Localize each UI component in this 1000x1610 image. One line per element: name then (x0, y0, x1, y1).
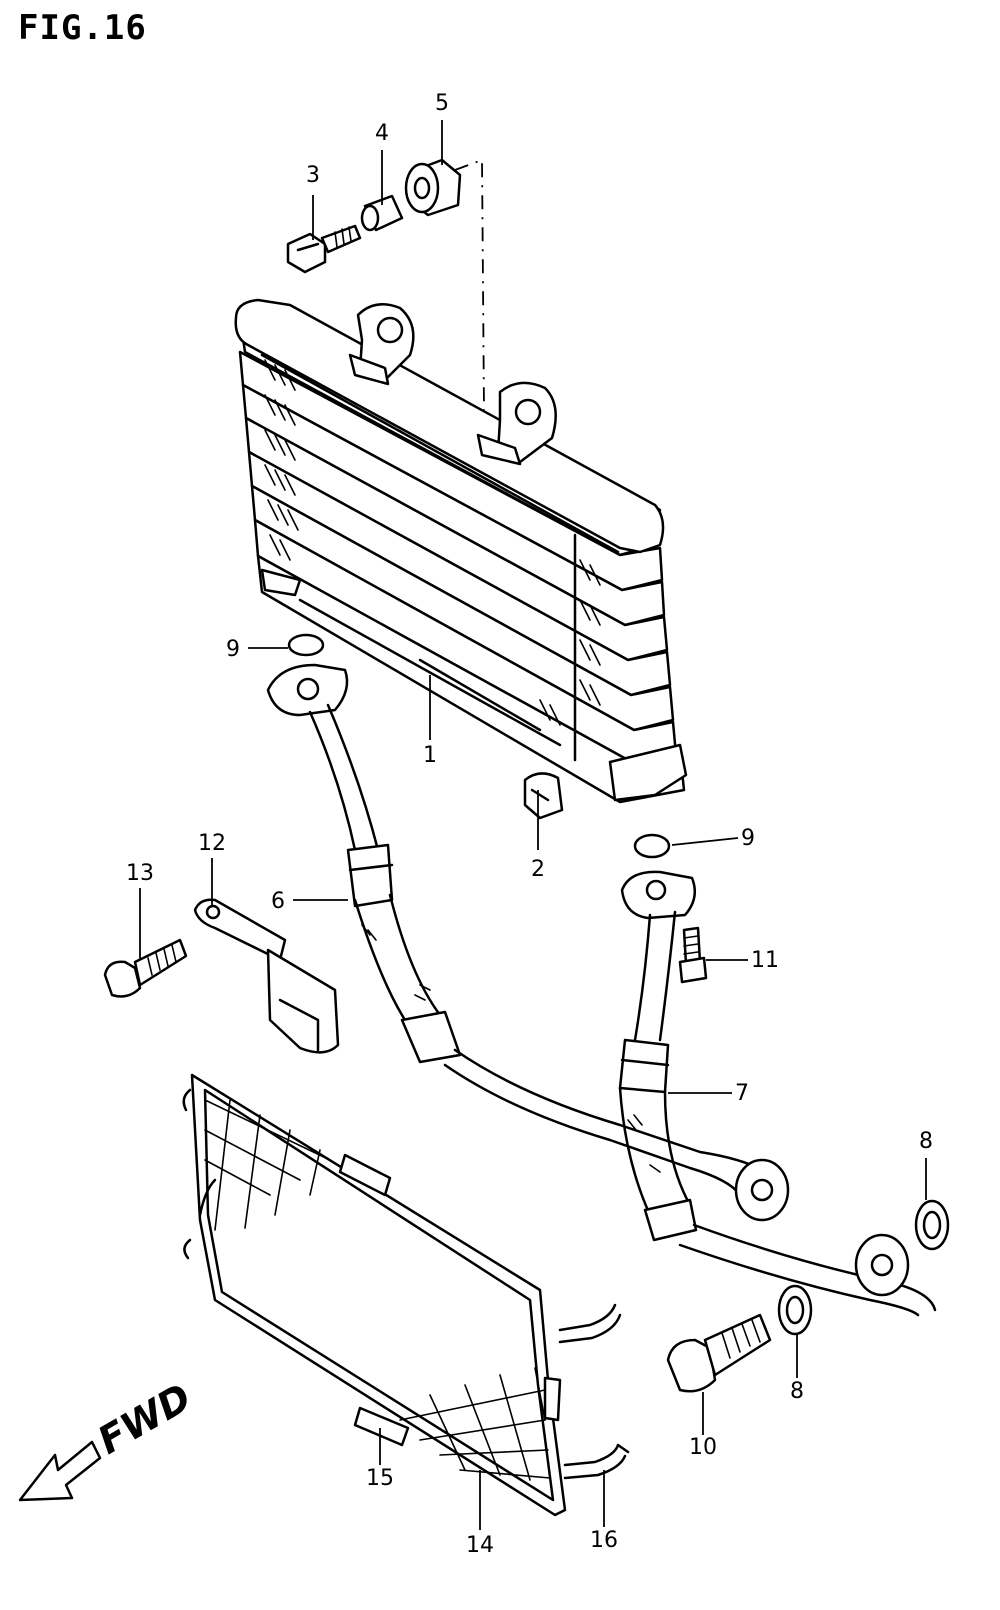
callout-13: 13 (126, 861, 154, 886)
washer-8-lower (777, 1284, 813, 1336)
forward-direction-arrow: FWD (18, 1375, 199, 1502)
figure-title: FIG.16 (18, 8, 147, 48)
oil-cooler (234, 298, 688, 804)
oil-cooler-fins (238, 304, 686, 804)
washer-8-upper (914, 1199, 950, 1251)
callout-15: 15 (366, 1466, 394, 1491)
bracket-12 (193, 898, 340, 1054)
cushion-5 (404, 158, 462, 217)
callout-14: 14 (466, 1533, 494, 1558)
callout-1: 1 (423, 743, 437, 768)
union-bolt-10 (666, 1313, 772, 1393)
callout-labels: 1 2 3 4 5 6 7 8 8 9 9 10 11 12 13 14 15 … (126, 91, 933, 1558)
cooler-mount-bracket-right (476, 381, 557, 466)
callout-9-left: 9 (226, 637, 240, 662)
bolt-13 (103, 938, 188, 998)
oil-hose-7 (618, 870, 937, 1317)
bolt-11 (678, 926, 708, 984)
callout-9-right: 9 (741, 826, 755, 851)
callout-12: 12 (198, 831, 226, 856)
callout-6: 6 (271, 889, 285, 914)
callout-5: 5 (435, 91, 449, 116)
callout-4: 4 (375, 121, 389, 146)
mount-guide-line (454, 158, 485, 411)
guard-cushion-15 (353, 1406, 410, 1447)
guard-mesh-upper (204, 1099, 331, 1231)
cooler-mount-bracket-left (348, 303, 415, 386)
hook-16 (563, 1443, 630, 1480)
callout-2: 2 (531, 857, 545, 882)
callout-16: 16 (590, 1528, 618, 1553)
callout-7: 7 (735, 1081, 749, 1106)
callout-3: 3 (306, 163, 320, 188)
radiator-guard-14 (182, 1073, 622, 1517)
guard-mesh-lower (399, 1367, 551, 1481)
o-ring-9-right (633, 833, 671, 859)
oil-cooler-top-tank (234, 298, 665, 554)
leader-lines (139, 120, 927, 1530)
callout-8-lower: 8 (790, 1379, 804, 1404)
forward-direction-label: FWD (91, 1375, 199, 1463)
guard-cushion-upper (338, 1153, 392, 1197)
cooler-lower-tab (608, 743, 688, 802)
oil-hose-6 (266, 663, 790, 1222)
bolt-3 (286, 224, 362, 274)
clamp-2 (523, 772, 564, 820)
callout-8-upper: 8 (919, 1129, 933, 1154)
callout-10: 10 (689, 1435, 717, 1460)
callout-11: 11 (751, 948, 779, 973)
o-ring-9-left (287, 633, 325, 657)
spacer-4 (360, 194, 404, 232)
